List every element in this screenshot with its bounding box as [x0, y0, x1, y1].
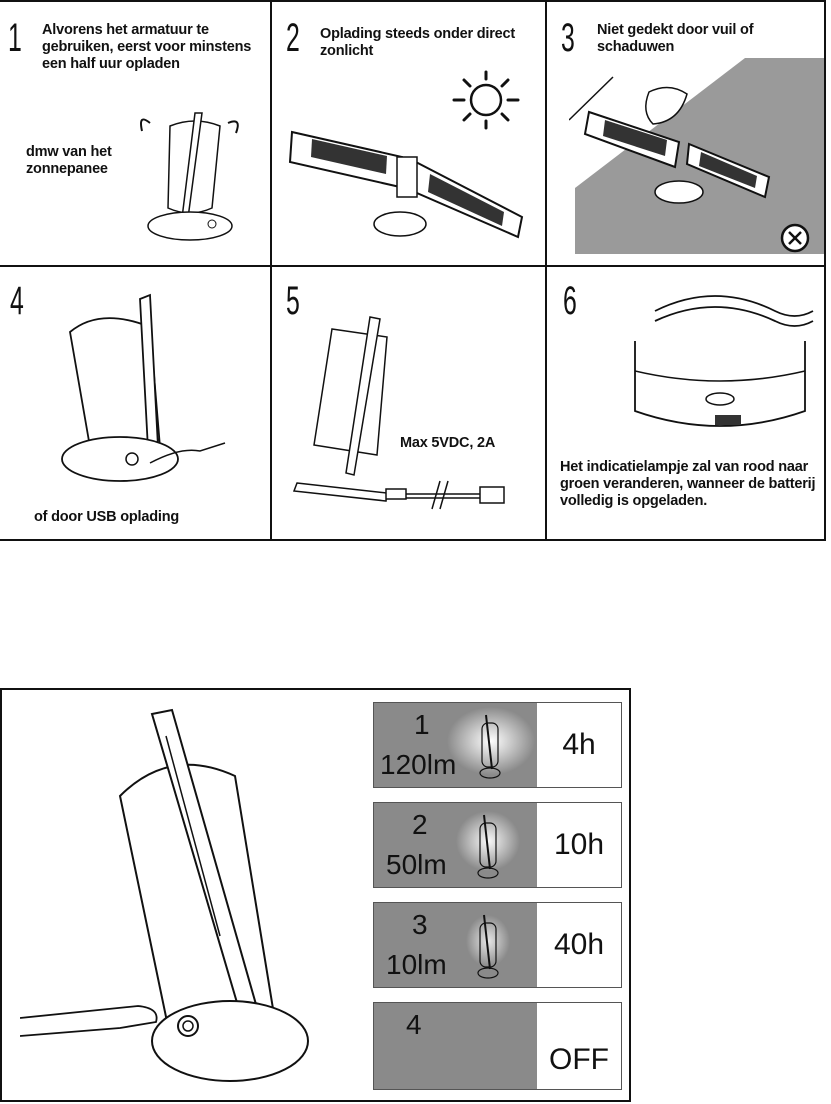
grid-line	[0, 0, 826, 2]
step-number: 6	[563, 279, 577, 323]
mode-runtime: 4h	[537, 703, 621, 787]
mode-lumen: 50lm	[386, 849, 447, 880]
step-number: 2	[286, 16, 300, 60]
mode-row: 4 OFF	[373, 1002, 622, 1090]
step-1-cell: 1 Alvorens het armatuur te gebruiken, ee…	[0, 2, 270, 265]
grid-line	[545, 0, 547, 541]
mode-runtime: 10h	[537, 803, 621, 887]
lamp-base-icon	[625, 281, 815, 441]
solar-panel-icon	[282, 112, 532, 252]
mode-number: 3	[412, 909, 428, 940]
step-subtext: dmw van het zonnepanee	[26, 144, 112, 177]
hand-icon	[20, 1005, 158, 1037]
step-3-cell: 3 Niet gedekt door vuil of schaduwen	[547, 2, 824, 265]
step-number: 1	[8, 16, 22, 60]
grid-line	[270, 0, 272, 541]
step-4-cell: 4 of door USB oplading	[0, 267, 270, 539]
mode-row: 2 50lm 10h	[373, 802, 622, 888]
no-icon	[779, 222, 811, 254]
lamp-glow-icon	[460, 907, 520, 985]
indicator-icon	[711, 411, 747, 429]
lamp-icon	[130, 108, 260, 248]
mode-number: 2	[412, 809, 428, 840]
step-text: Alvorens het armatuur te gebruiken, eers…	[42, 22, 252, 72]
mode-number: 1	[414, 709, 430, 740]
step-2-cell: 2 Oplading steeds onder direct zonlicht	[272, 2, 545, 265]
mode-cell: 1 120lm	[374, 703, 538, 787]
mode-runtime: 40h	[537, 903, 621, 987]
lamp-glow-icon	[446, 705, 536, 787]
step-number: 4	[10, 279, 24, 323]
usb-cable-icon	[380, 475, 510, 515]
lamp-glow-icon	[454, 807, 524, 885]
step-number: 5	[286, 279, 300, 323]
mode-cell: 3 10lm	[374, 903, 538, 987]
mode-runtime: OFF	[537, 1003, 621, 1089]
step-text: Oplading steeds onder direct zonlicht	[320, 26, 516, 59]
step-text: Max 5VDC, 2A	[400, 435, 496, 451]
leaf-icon	[569, 72, 809, 222]
step-text: Het indicatielampje zal van rood naar gr…	[560, 459, 816, 509]
grid-line	[0, 265, 826, 267]
mode-lumen: 10lm	[386, 949, 447, 980]
lamp-icon	[50, 287, 260, 487]
step-number: 3	[561, 16, 575, 60]
step-text: Niet gedekt door vuil of schaduwen	[597, 22, 754, 55]
mode-row: 1 120lm 4h	[373, 702, 622, 788]
step-5-cell: 5 Max 5VDC, 2A	[272, 267, 545, 539]
mode-lumen: 120lm	[380, 749, 457, 780]
mode-number: 4	[406, 1009, 422, 1040]
step-text: of door USB oplading	[34, 509, 180, 525]
lamp-icon	[20, 706, 350, 1096]
sun-icon	[444, 68, 528, 132]
grid-line	[0, 539, 826, 541]
lamp-icon	[292, 315, 412, 505]
mode-cell: 4	[374, 1003, 538, 1089]
mode-cell: 2 50lm	[374, 803, 538, 887]
mode-row: 3 10lm 40h	[373, 902, 622, 988]
step-6-cell: 6 Het indicatielampje zal van rood naar …	[547, 267, 824, 539]
instruction-grid: 1 Alvorens het armatuur te gebruiken, ee…	[0, 0, 826, 541]
mode-panel: 1 120lm 4h 2 50lm 10h	[0, 688, 631, 1102]
grid-line	[824, 0, 826, 541]
